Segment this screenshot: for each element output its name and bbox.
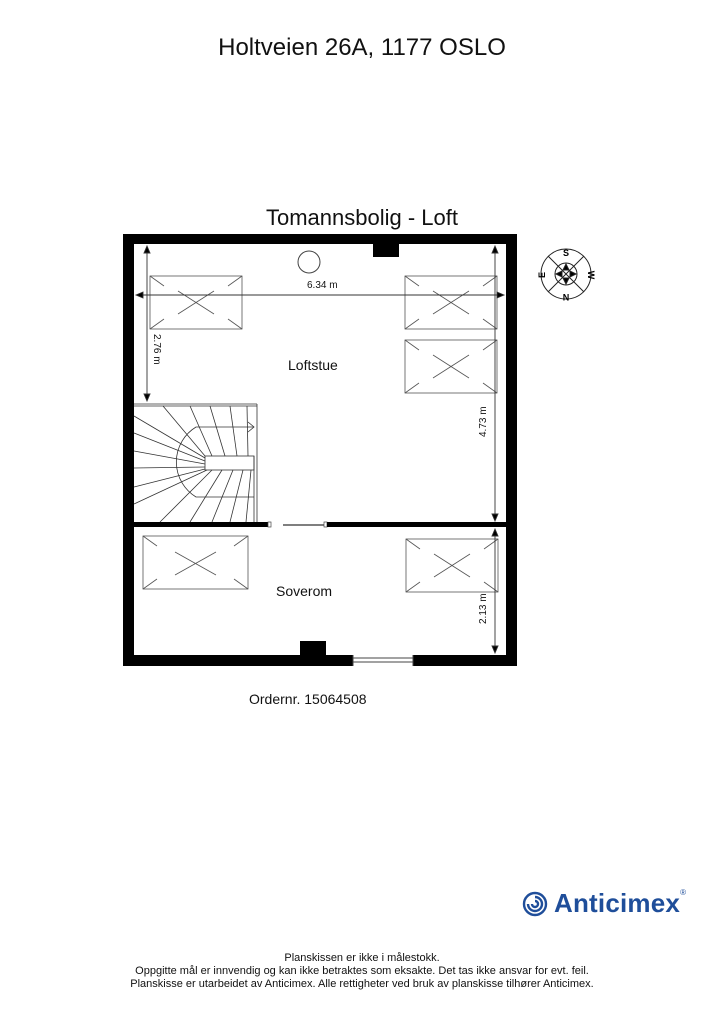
- anticimex-swirl-icon: [522, 891, 548, 916]
- svg-text:E: E: [537, 272, 547, 278]
- dimension-depth-left: 2.76 m: [151, 334, 162, 365]
- interior-wall: [134, 521, 506, 528]
- dimension-lines: [134, 244, 506, 655]
- vent-circle: [297, 250, 321, 274]
- room-label-soverom: Soverom: [276, 583, 333, 599]
- svg-text:N: N: [563, 292, 570, 302]
- dimension-depth-soverom: 2.13 m: [478, 593, 489, 624]
- dimension-depth-right: 4.73 m: [478, 406, 489, 437]
- brand-name: Anticimex: [554, 888, 681, 918]
- compass-labels: S W N E: [537, 248, 596, 302]
- skylight-soverom-right: [405, 538, 499, 593]
- disclaimer-line-3: Planskisse er utarbeidet av Anticimex. A…: [130, 978, 594, 990]
- compass-icon: [540, 248, 592, 300]
- skylight-soverom-left: [142, 535, 249, 590]
- disclaimer-line-2: Oppgitte mål er innvendig og kan ikke be…: [135, 965, 589, 977]
- skylights: [142, 275, 499, 593]
- svg-text:S: S: [563, 248, 569, 258]
- registered-mark: ®: [680, 888, 686, 897]
- skylight-loft-right-bottom: [404, 339, 498, 394]
- room-label-loftstue: Loftstue: [288, 357, 338, 373]
- dimension-width: 6.34 m: [307, 280, 338, 291]
- anticimex-logo: Anticimex®: [522, 888, 686, 919]
- disclaimer-line-1: Planskissen er ikke i målestokk.: [284, 952, 440, 964]
- skylight-loft-left: [149, 275, 243, 330]
- window-bottom: [352, 655, 414, 666]
- address-title: Holtveien 26A, 1177 OSLO: [218, 34, 506, 61]
- outer-walls: [123, 234, 517, 666]
- disclaimer: Planskissen er ikke i målestokk. Oppgitt…: [0, 952, 724, 991]
- svg-text:W: W: [586, 271, 596, 280]
- plan-title: Tomannsbolig - Loft: [266, 205, 458, 230]
- order-number: Ordernr. 15064508: [249, 691, 367, 707]
- staircase: [133, 403, 258, 523]
- skylight-loft-right-top: [404, 275, 498, 330]
